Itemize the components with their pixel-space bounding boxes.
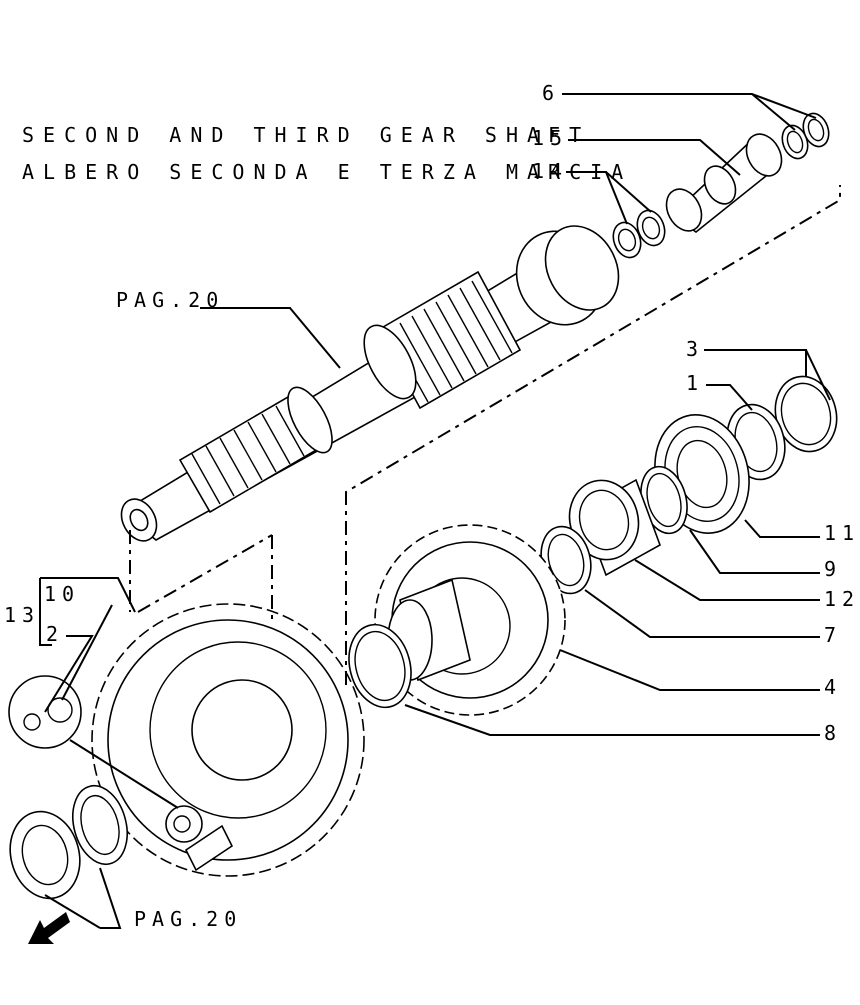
rings-14: [612, 209, 666, 259]
callout-13: 13: [4, 603, 40, 627]
callout-9: 9: [824, 557, 842, 581]
callout-12: 12: [824, 587, 860, 611]
main-shaft: [120, 225, 620, 542]
callout-8: 8: [824, 721, 842, 745]
gear-4: [374, 524, 566, 716]
sleeve-12: [568, 478, 661, 577]
callout-14: 14: [532, 159, 568, 183]
direction-arrow-icon: [28, 912, 70, 944]
small-shaft-15: [665, 133, 783, 234]
bolt-2: [165, 805, 234, 872]
rings-6: [781, 112, 830, 160]
callout-10: 10: [44, 582, 80, 606]
callout-15: 15: [532, 126, 568, 150]
callout-1: 1: [686, 371, 704, 395]
page-ref-lower: PAG.20: [134, 907, 242, 931]
bearing-lower: [9, 784, 128, 900]
snap-ring-3: [774, 375, 838, 453]
callout-3: 3: [686, 337, 704, 361]
page-ref-upper: PAG.20: [116, 288, 224, 312]
callout-6: 6: [542, 81, 560, 105]
callout-7: 7: [824, 623, 842, 647]
callout-11: 11: [824, 521, 860, 545]
large-gear: [91, 603, 365, 877]
ring-8: [348, 623, 412, 709]
callout-4: 4: [824, 675, 842, 699]
title-italian: ALBERO SECONDA E TERZA MARCIA: [22, 160, 632, 184]
title-english: SECOND AND THIRD GEAR SHAFT: [22, 123, 590, 147]
ring-9: [640, 465, 688, 535]
callout-2: 2: [46, 622, 64, 646]
leader-lines: [39, 93, 831, 929]
